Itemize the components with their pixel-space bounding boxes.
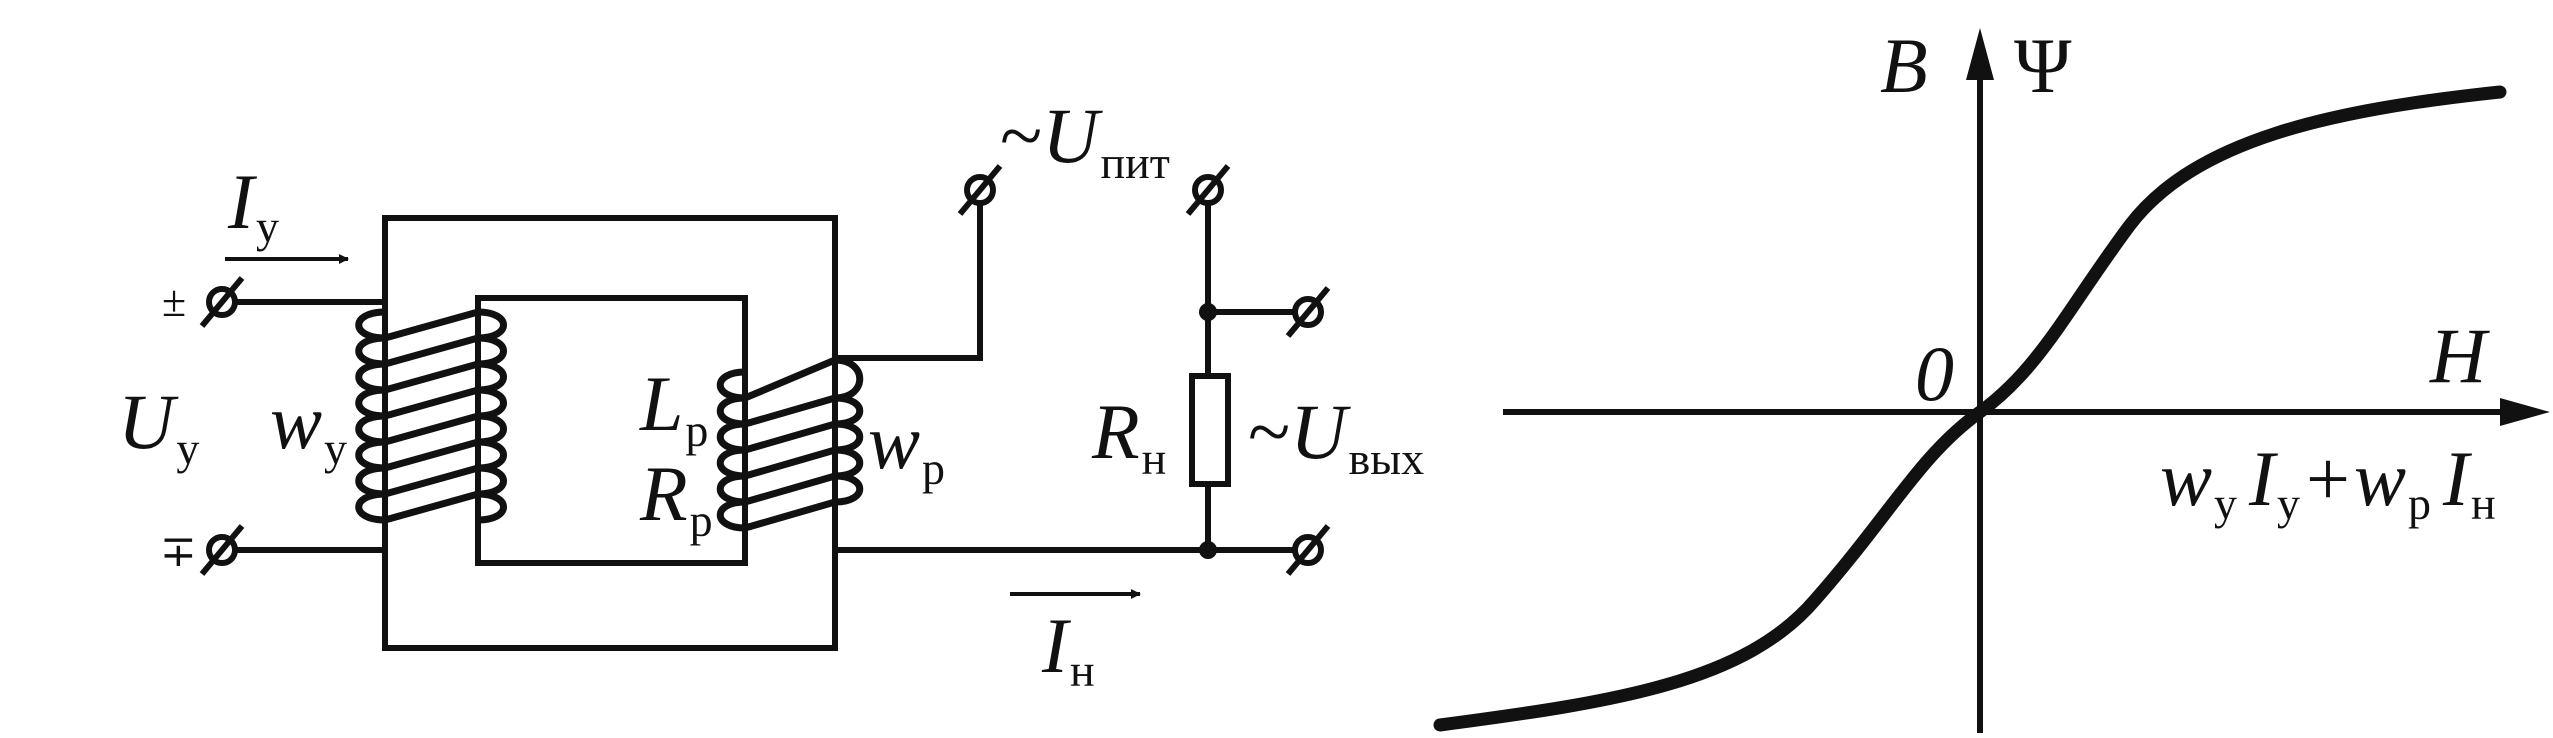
control-current-label: Iу bbox=[227, 158, 279, 252]
working-winding-coil bbox=[716, 356, 864, 532]
x-axis-label-h: H bbox=[2429, 312, 2490, 399]
core-window bbox=[475, 295, 748, 566]
y-axis-label-b: B bbox=[1880, 22, 1928, 109]
core-outer bbox=[382, 215, 838, 651]
y-axis-label-psi: Ψ bbox=[2014, 22, 2072, 109]
junction-bottom bbox=[1199, 541, 1217, 559]
terminal-supply-left[interactable] bbox=[957, 164, 1003, 216]
magnetization-curve bbox=[1433, 85, 2507, 732]
load-resistor bbox=[1189, 373, 1231, 487]
terminal-supply-right[interactable] bbox=[1185, 164, 1231, 216]
control-voltage-label: Uу bbox=[118, 378, 199, 474]
terminal-output-top[interactable] bbox=[1285, 286, 1331, 338]
control-winding-label: wу bbox=[270, 378, 347, 474]
working-winding-label: wр bbox=[868, 398, 945, 494]
inductance-label: Lр bbox=[639, 360, 708, 456]
load-current-label: Iн bbox=[1041, 602, 1095, 696]
load-resistance-label: Rн bbox=[1091, 388, 1166, 484]
vertical-axis-arrowhead bbox=[1966, 28, 1994, 80]
output-voltage-label: ~Uвых bbox=[1248, 388, 1424, 484]
origin-label: 0 bbox=[1915, 330, 1954, 417]
terminal-control-top[interactable] bbox=[199, 276, 245, 328]
supply-lead bbox=[832, 187, 983, 361]
junction-top bbox=[1199, 303, 1217, 321]
terminal-output-bottom[interactable] bbox=[1285, 524, 1331, 576]
terminal-control-bottom[interactable] bbox=[199, 524, 245, 576]
resistance-label: Rр bbox=[639, 450, 713, 546]
control-winding-coil bbox=[355, 308, 507, 524]
supply-voltage-label: ~Uпит bbox=[1000, 92, 1170, 188]
horizontal-axis-arrowhead bbox=[2500, 398, 2550, 426]
sign-bottom: ∓ bbox=[160, 527, 197, 576]
magnetic-amplifier-circuit: ± ∓ Iу Uу wу Lр Rр wр ~Uпит bbox=[118, 92, 1424, 696]
sign-top: ± bbox=[162, 277, 186, 326]
